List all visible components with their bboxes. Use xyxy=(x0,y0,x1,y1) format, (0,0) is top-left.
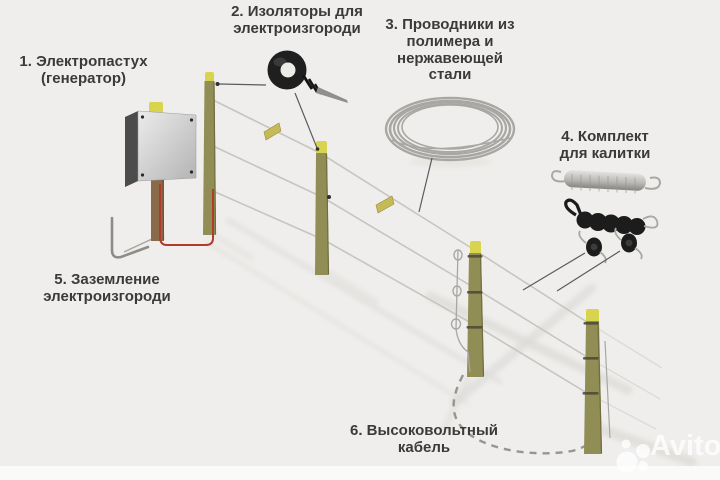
warning-sign xyxy=(375,195,395,214)
grounding-rod xyxy=(110,216,153,259)
gate-kit-illustration xyxy=(522,170,662,292)
label-grounding: 5. Заземление электроизгороди xyxy=(43,271,171,305)
gate-post-a xyxy=(450,241,485,377)
insulator-illustration xyxy=(215,50,348,151)
warning-sign xyxy=(263,122,282,141)
ground-shadows xyxy=(204,157,697,467)
wire-coil-illustration xyxy=(384,96,516,213)
gate-anchor-insulators xyxy=(578,227,643,264)
energizer-box-side xyxy=(125,111,138,187)
high-voltage-cable xyxy=(452,340,611,455)
fence-post-2 xyxy=(315,141,331,275)
label-gate-kit: 4. Комплект для калитки xyxy=(559,128,651,162)
energizer-hot-wire xyxy=(159,184,214,246)
warning-signs xyxy=(263,122,395,214)
insulator-screw xyxy=(316,87,348,103)
label-energizer: 1. Электропастух (генератор) xyxy=(19,53,148,87)
fence-post-1 xyxy=(203,72,217,235)
gate-handle xyxy=(564,198,659,235)
energizer-unit xyxy=(125,102,214,246)
label-insulators: 2. Изоляторы для электроизгороди xyxy=(231,3,363,37)
image-bottom-strip xyxy=(0,466,720,480)
gate-post-b xyxy=(582,309,603,454)
gate-spring xyxy=(550,170,662,194)
energizer-box-front xyxy=(137,110,197,182)
label-hv-cable: 6. Высоковольтный кабель xyxy=(350,422,498,456)
label-conductors: 3. Проводники из полимера и нержавеющей … xyxy=(385,16,515,84)
